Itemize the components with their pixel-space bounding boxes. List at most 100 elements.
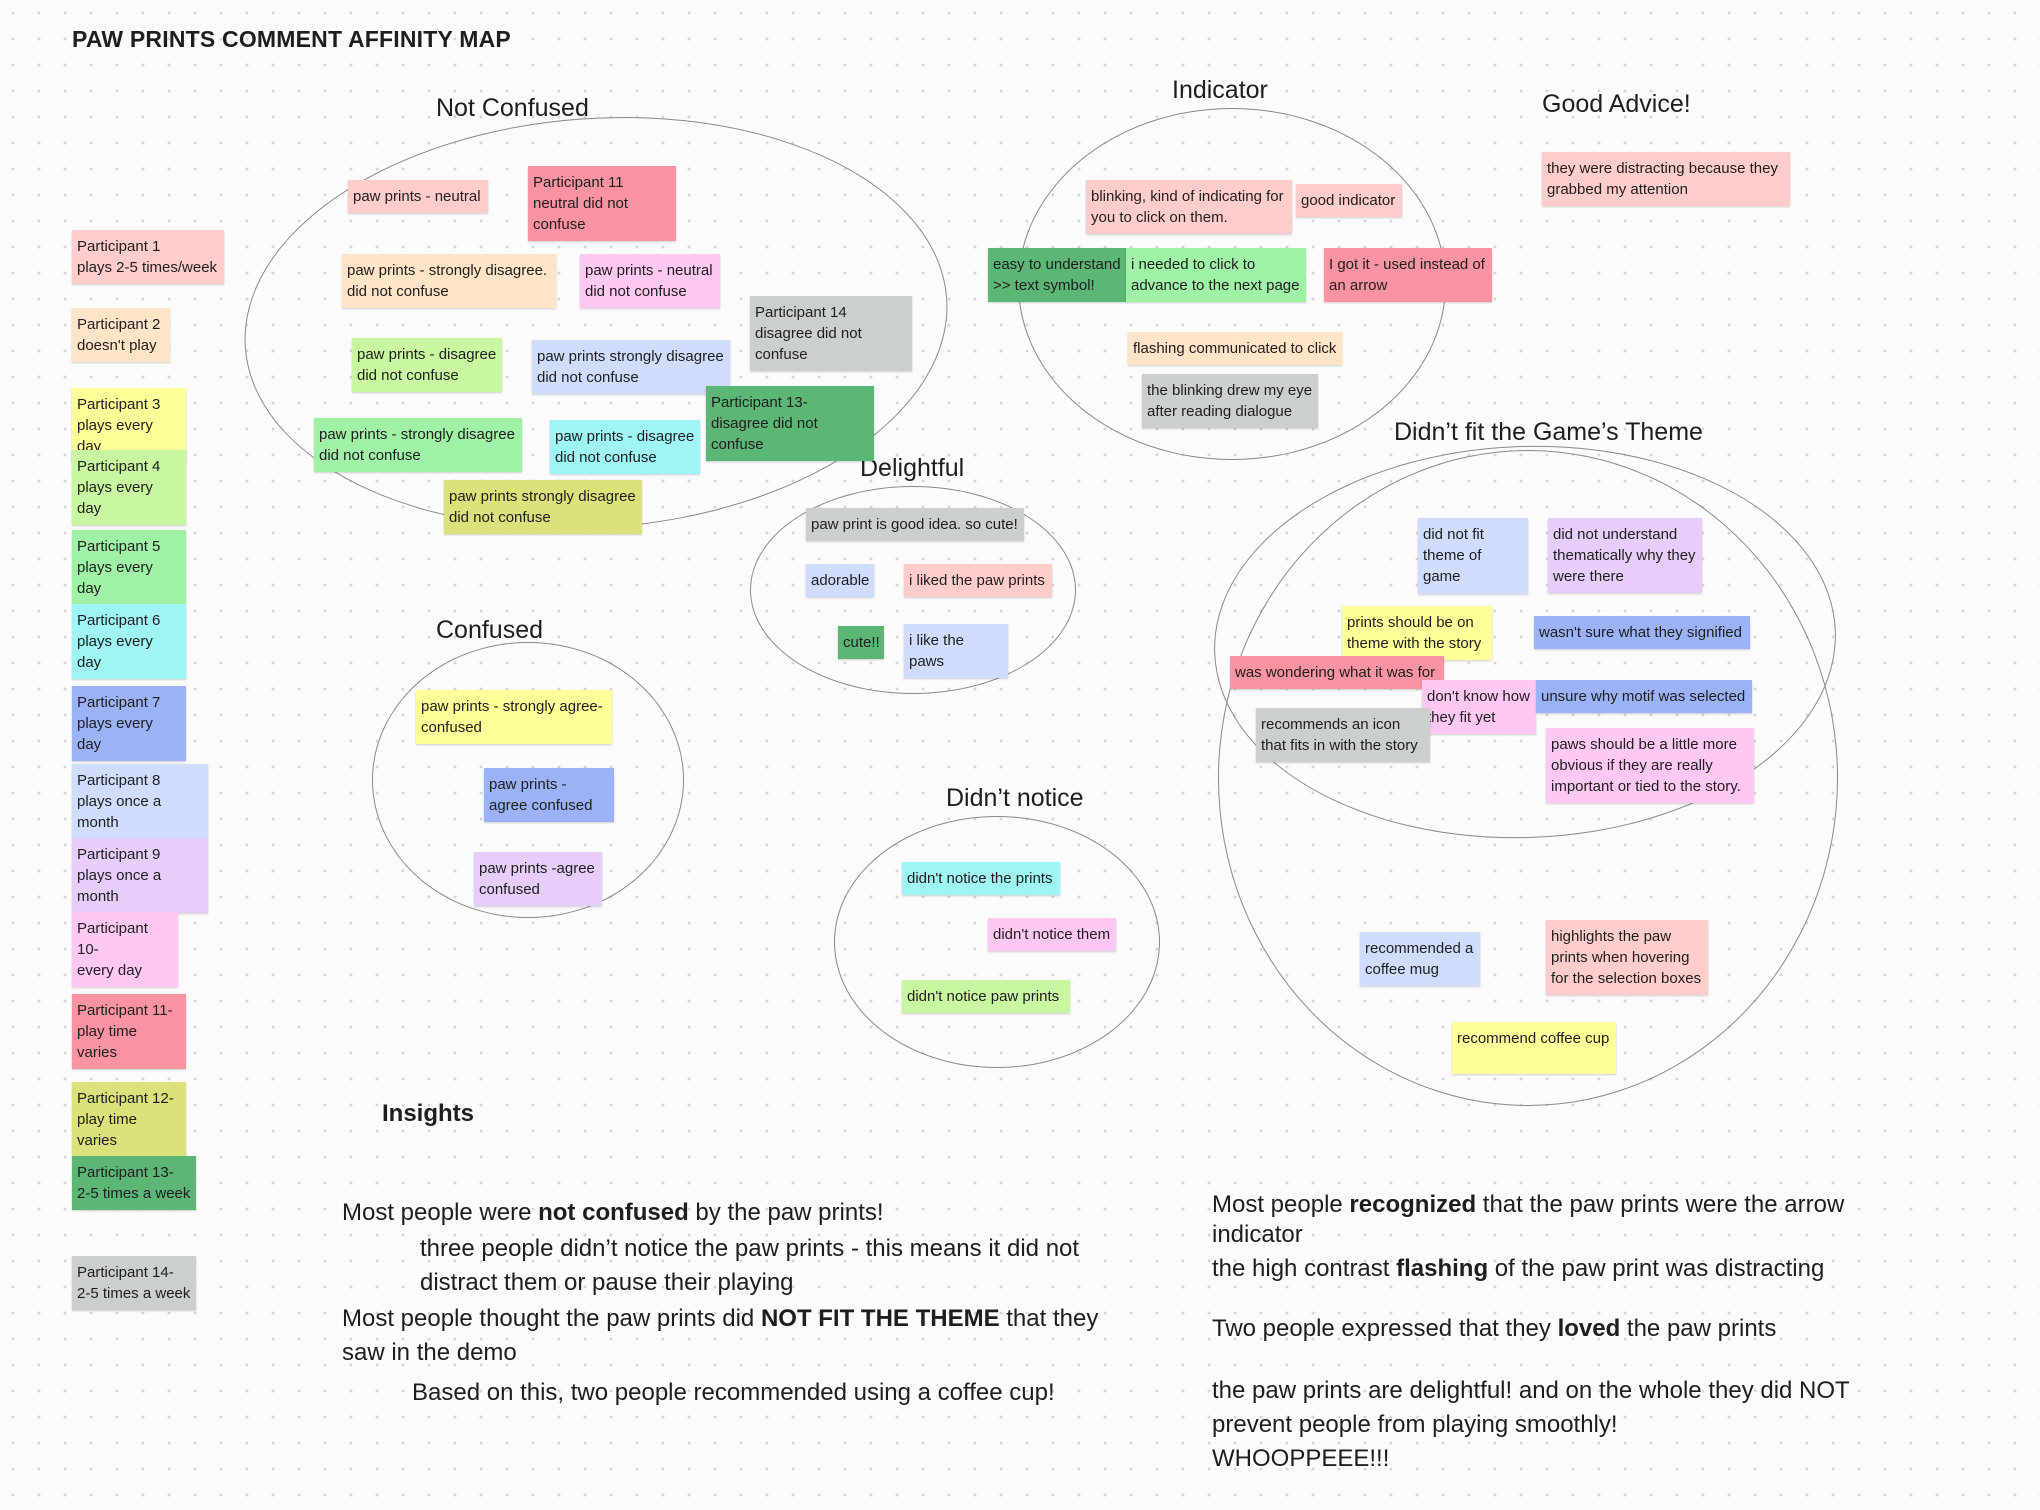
sticky-note[interactable]: paw prints - strongly disagree did not c… <box>314 418 522 472</box>
sticky-note[interactable]: i needed to click to advance to the next… <box>1126 248 1306 302</box>
legend-item-participant: Participant 13- <box>77 1164 174 1181</box>
sticky-note[interactable]: easy to understand >> text symbol! <box>988 248 1128 302</box>
sticky-note[interactable]: paw prints - neutral did not confuse <box>580 254 720 308</box>
sticky-note[interactable]: highlights the paw prints when hovering … <box>1546 920 1708 995</box>
legend-item-participant: Participant 3 <box>77 396 161 413</box>
insight-right-2: the high contrast flashing of the paw pr… <box>1212 1255 1825 1282</box>
sticky-note[interactable]: good indicator <box>1296 184 1402 217</box>
legend-item[interactable]: Participant 7 plays every day <box>72 686 186 761</box>
legend-item-participant: Participant 5 <box>77 538 161 555</box>
legend-item-participant: Participant 1 <box>77 238 161 255</box>
sticky-note[interactable]: recommended a coffee mug <box>1360 932 1480 986</box>
sticky-note[interactable]: paw prints - strongly disagree. did not … <box>342 254 556 308</box>
sticky-note[interactable]: the blinking drew my eye after reading d… <box>1142 374 1318 428</box>
didnt-notice-cluster <box>834 816 1160 1068</box>
sticky-note[interactable]: paw prints - neutral <box>348 180 488 213</box>
sticky-note[interactable]: paw prints -agree confused <box>474 852 602 906</box>
legend-item-frequency: play time varies <box>77 1111 138 1149</box>
legend-item-participant: Participant 8 <box>77 772 161 789</box>
sticky-note[interactable]: i liked the paw prints <box>904 564 1052 597</box>
sticky-note[interactable]: paw prints - disagree did not confuse <box>550 420 700 474</box>
sticky-note[interactable]: didn't notice paw prints <box>902 980 1070 1013</box>
sticky-note[interactable]: didn't notice them <box>988 918 1116 951</box>
sticky-note[interactable]: adorable <box>806 564 874 597</box>
legend-item[interactable]: Participant 14- 2-5 times a week <box>72 1256 196 1310</box>
sticky-note[interactable]: Participant 14 disagree did not confuse <box>750 296 912 371</box>
insights-heading: Insights <box>382 1100 475 1127</box>
sticky-note[interactable]: did not fit theme of game <box>1418 518 1528 594</box>
sticky-note[interactable]: blinking, kind of indicating for you to … <box>1086 180 1292 234</box>
insight-right-1: Most people recognized that the paw prin… <box>1212 1191 1845 1248</box>
legend-item[interactable]: Participant 12- play time varies <box>72 1082 186 1157</box>
insight-right-5: WHOOPPEEE!!! <box>1212 1445 1390 1472</box>
legend-item-frequency: plays every day <box>77 479 153 517</box>
legend-item-frequency: 2-5 times a week <box>77 1185 191 1202</box>
legend-item[interactable]: Participant 13- 2-5 times a week <box>72 1156 196 1210</box>
legend-item-participant: Participant 9 <box>77 846 161 863</box>
sticky-note[interactable]: did not understand thematically why they… <box>1548 518 1702 593</box>
legend-item-frequency: plays every day <box>77 559 153 597</box>
board-title: PAW PRINTS COMMENT AFFINITY MAP <box>72 26 511 52</box>
legend-item-frequency: plays 2-5 times/week <box>77 259 218 276</box>
legend-item-participant: Participant 6 <box>77 612 161 629</box>
legend-item-frequency: plays every day <box>77 633 153 671</box>
group-label-not-confused: Not Confused <box>436 94 589 122</box>
sticky-note[interactable]: paws should be a little more obvious if … <box>1546 728 1754 803</box>
sticky-note[interactable]: wasn't sure what they signified <box>1534 616 1750 649</box>
legend-item-participant: Participant 10- <box>77 920 148 958</box>
sticky-note[interactable]: paw prints - agree confused <box>484 768 614 822</box>
legend-item-frequency: doesn't play <box>77 337 157 354</box>
sticky-note[interactable]: I got it - used instead of an arrow <box>1324 248 1492 302</box>
sticky-note[interactable]: didn't notice the prints <box>902 862 1060 895</box>
legend-item[interactable]: Participant 5 plays every day <box>72 530 186 605</box>
sticky-note[interactable]: was wondering what it was for <box>1230 656 1444 689</box>
sticky-note[interactable]: paw prints - strongly agree- confused <box>416 690 612 744</box>
legend-item-frequency: plays every day <box>77 715 153 753</box>
legend-item-participant: Participant 12- <box>77 1090 174 1107</box>
insight-left-4: Based on this, two people recommended us… <box>412 1379 1055 1406</box>
group-label-confused: Confused <box>436 616 544 644</box>
legend-item-frequency: 2-5 times a week <box>77 1285 191 1302</box>
insight-right-3: Two people expressed that they loved the… <box>1212 1315 1777 1342</box>
group-label-good-advice: Good Advice! <box>1542 90 1691 118</box>
sticky-note[interactable]: paw prints strongly disagree did not con… <box>532 340 730 394</box>
group-label-didnt-fit: Didn’t fit the Game’s Theme <box>1394 418 1703 446</box>
sticky-note[interactable]: paw prints strongly disagree did not con… <box>444 480 642 534</box>
sticky-note[interactable]: don't know how they fit yet <box>1422 680 1536 734</box>
sticky-note[interactable]: they were distracting because they grabb… <box>1542 152 1790 206</box>
legend-item-frequency: plays once a month <box>77 793 162 831</box>
group-label-delightful: Delightful <box>860 454 965 482</box>
group-label-indicator: Indicator <box>1172 76 1268 104</box>
sticky-note[interactable]: flashing communicated to click <box>1128 332 1342 365</box>
insight-right-4: the paw prints are delightful! and on th… <box>1212 1377 1850 1438</box>
legend-item[interactable]: Participant 8 plays once a month <box>72 764 208 839</box>
legend-item[interactable]: Participant 6 plays every day <box>72 604 186 679</box>
insight-left-1: Most people were not confused by the paw… <box>342 1199 884 1226</box>
sticky-note[interactable]: i like the paws <box>904 624 1008 678</box>
legend-item[interactable]: Participant 1 plays 2-5 times/week <box>72 230 224 284</box>
sticky-note[interactable]: paw prints - disagree did not confuse <box>352 338 502 392</box>
sticky-note[interactable]: Participant 13- disagree did not confuse <box>706 386 874 461</box>
insight-left-3: Most people thought the paw prints did N… <box>342 1305 1099 1366</box>
group-label-didnt-notice: Didn’t notice <box>946 784 1084 812</box>
insight-left-2: three people didn’t notice the paw print… <box>420 1235 1080 1296</box>
legend-item[interactable]: Participant 10- every day <box>72 912 178 987</box>
sticky-note[interactable]: prints should be on theme with the story <box>1342 606 1492 660</box>
legend-item-frequency: play time varies <box>77 1023 138 1061</box>
didnt-fit-cluster-outer <box>1218 450 1838 1106</box>
legend-item[interactable]: Participant 11- play time varies <box>72 994 186 1069</box>
sticky-note[interactable]: paw print is good idea. so cute! <box>806 508 1024 541</box>
legend-item-participant: Participant 7 <box>77 694 161 711</box>
sticky-note[interactable]: recommend coffee cup <box>1452 1022 1616 1074</box>
sticky-note[interactable]: cute!! <box>838 626 884 659</box>
sticky-note[interactable]: unsure why motif was selected <box>1536 680 1752 713</box>
legend-item-participant: Participant 14- <box>77 1264 174 1281</box>
delightful-cluster <box>750 486 1076 694</box>
legend-item-frequency: every day <box>77 962 143 979</box>
sticky-note[interactable]: recommends an icon that fits in with the… <box>1256 708 1430 762</box>
legend-item-participant: Participant 11- <box>77 1002 173 1019</box>
sticky-note[interactable]: Participant 11 neutral did not confuse <box>528 166 676 241</box>
